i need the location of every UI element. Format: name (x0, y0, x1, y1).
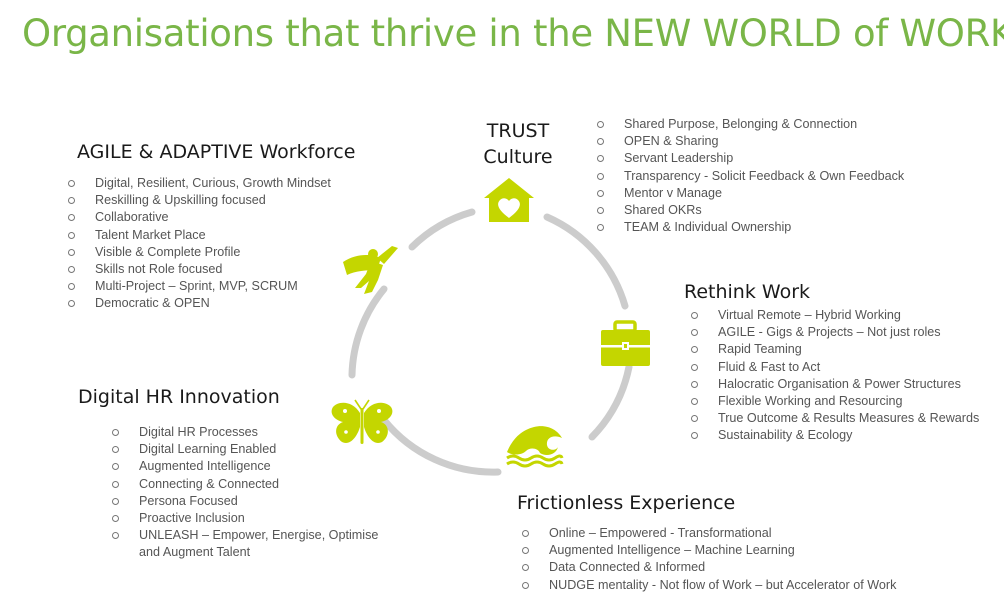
list-item: Fluid & Fast to Act (691, 359, 979, 376)
list-item: UNLEASH – Empower, Energise, Optimise an… (112, 527, 392, 561)
list-item: Augmented Intelligence (112, 458, 392, 475)
ring-segment (543, 213, 629, 310)
list-item: Transparency - Solicit Feedback & Own Fe… (597, 168, 904, 185)
trust-label-line2: Culture (483, 146, 553, 168)
ring-segment (348, 285, 388, 379)
list-item: TEAM & Individual Ownership (597, 219, 904, 236)
list-item: Multi-Project – Sprint, MVP, SCRUM (68, 278, 331, 295)
superhero-icon (343, 246, 398, 294)
wave-icon (506, 426, 564, 468)
list-item: NUDGE mentality - Not flow of Work – but… (522, 577, 896, 594)
agile-list: Digital, Resilient, Curious, Growth Mind… (68, 175, 331, 313)
butterfly-icon (331, 399, 393, 444)
frictionless-heading: Frictionless Experience (517, 492, 736, 514)
agile-heading: AGILE & ADAPTIVE Workforce (77, 141, 356, 163)
ring-segment (588, 363, 633, 441)
list-item: Mentor v Manage (597, 185, 904, 202)
rethink-list: Virtual Remote – Hybrid Working AGILE - … (691, 307, 979, 445)
list-item: True Outcome & Results Measures & Reward… (691, 410, 979, 427)
list-item: Online – Empowered - Transformational (522, 525, 896, 542)
list-item: Sustainability & Ecology (691, 427, 979, 444)
list-item: OPEN & Sharing (597, 133, 904, 150)
trust-label-line1: TRUST (486, 120, 550, 142)
list-item: Connecting & Connected (112, 476, 392, 493)
list-item: Digital HR Processes (112, 424, 392, 441)
trust-culture-list: Shared Purpose, Belonging & Connection O… (597, 116, 904, 236)
list-item: Collaborative (68, 209, 331, 226)
frictionless-list: Online – Empowered - Transformational Au… (522, 525, 896, 594)
digital-hr-list: Digital HR Processes Digital Learning En… (112, 424, 392, 562)
briefcase-icon (601, 320, 650, 366)
ring-segment (380, 416, 502, 476)
page-title: Organisations that thrive in the NEW WOR… (22, 12, 1004, 55)
list-item: Rapid Teaming (691, 341, 979, 358)
list-item: Shared Purpose, Belonging & Connection (597, 116, 904, 133)
list-item: Shared OKRs (597, 202, 904, 219)
list-item: Proactive Inclusion (112, 510, 392, 527)
list-item: Servant Leadership (597, 150, 904, 167)
house-heart-icon (484, 178, 534, 222)
list-item: Data Connected & Informed (522, 559, 896, 576)
list-item: Digital Learning Enabled (112, 441, 392, 458)
list-item: Talent Market Place (68, 227, 331, 244)
trust-culture-label: TRUST Culture (470, 118, 566, 170)
list-item: Democratic & OPEN (68, 295, 331, 312)
list-item: Reskilling & Upskilling focused (68, 192, 331, 209)
list-item: Persona Focused (112, 493, 392, 510)
ring-segment (408, 208, 476, 251)
digital-hr-heading: Digital HR Innovation (78, 386, 280, 408)
list-item: AGILE - Gigs & Projects – Not just roles (691, 324, 979, 341)
rethink-heading: Rethink Work (684, 281, 811, 303)
list-item: Augmented Intelligence – Machine Learnin… (522, 542, 896, 559)
list-item: Virtual Remote – Hybrid Working (691, 307, 979, 324)
list-item: Flexible Working and Resourcing (691, 393, 979, 410)
list-item: Visible & Complete Profile (68, 244, 331, 261)
list-item: Halocratic Organisation & Power Structur… (691, 376, 979, 393)
list-item: Skills not Role focused (68, 261, 331, 278)
list-item: Digital, Resilient, Curious, Growth Mind… (68, 175, 331, 192)
